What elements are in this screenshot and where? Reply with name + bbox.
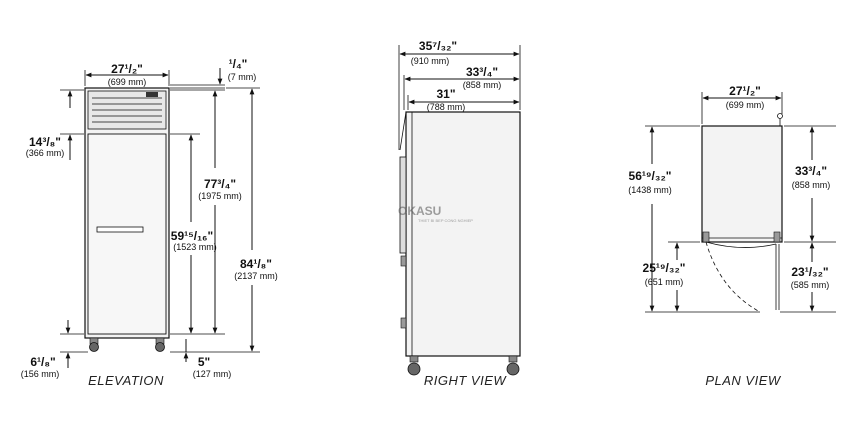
depth-handle-main: 33³/₄" (466, 65, 498, 79)
top-gap-main: ¹/₄" (229, 57, 248, 71)
plan-body-depth-main: 33³/₄" (795, 164, 827, 178)
plan-width-sub: (699 mm) (726, 100, 765, 110)
right-view-cabinet (405, 111, 521, 357)
elevation-label: ELEVATION (88, 373, 164, 388)
right-caster-rear (506, 362, 520, 376)
elevation-width-main: 27¹/₂" (111, 62, 143, 76)
watermark-sub: THIET BI BEP CONG NGHIEP (418, 218, 473, 223)
door-height-sub: (1523 mm) (173, 242, 217, 252)
elevation-door (87, 133, 167, 335)
plan-cabinet (701, 125, 783, 243)
right-view: 35⁷/₃₂" (910 mm) 33³/₄" (858 mm) 31" (78… (398, 39, 521, 388)
plan-total-depth-sub: (1438 mm) (628, 185, 672, 195)
bottom-gap-sub: (127 mm) (193, 369, 232, 379)
depth-body-main: 31" (436, 87, 455, 101)
plan-swing-left-main: 25¹⁹/₃₂" (643, 261, 686, 275)
plan-swing-right-sub: (585 mm) (791, 280, 830, 290)
cabinet-height-sub: (1975 mm) (198, 191, 242, 201)
right-view-label: RIGHT VIEW (424, 373, 508, 388)
upper-panel-main: 14³/₈" (29, 135, 61, 149)
control-display (146, 92, 158, 97)
bottom-gap-main: 5" (198, 355, 210, 369)
right-caster-front (407, 362, 421, 376)
plan-body-depth-sub: (858 mm) (792, 180, 831, 190)
depth-handle-sub: (858 mm) (463, 80, 502, 90)
elevation-width-sub: (699 mm) (108, 77, 147, 87)
plan-swing-left-sub: (651 mm) (645, 277, 684, 287)
side-handle (399, 156, 407, 254)
elevation-view: 27¹/₂" (699 mm) ¹/₄" (7 mm) 14³/₈" (366 … (21, 57, 278, 388)
caster-left (89, 342, 99, 352)
upper-panel-sub: (366 mm) (26, 148, 65, 158)
plan-swing-right-main: 23¹/₃₂" (791, 265, 828, 279)
door-swing-arc (705, 241, 761, 313)
caster-height-sub: (156 mm) (21, 369, 60, 379)
plan-view: 27¹/₂" (699 mm) 56¹⁹/₃₂" (1438 mm) 25¹⁹/… (628, 84, 836, 388)
plan-width-main: 27¹/₂" (729, 84, 761, 98)
depth-body-sub: (788 mm) (427, 102, 466, 112)
watermark-logo: OKASU (398, 204, 441, 218)
door-handle (96, 226, 144, 233)
plan-view-label: PLAN VIEW (705, 373, 782, 388)
caster-right (155, 342, 165, 352)
cabinet-height-main: 77³/₄" (204, 177, 236, 191)
depth-overall-main: 35⁷/₃₂" (419, 39, 457, 53)
depth-overall-sub: (910 mm) (411, 56, 450, 66)
overall-height-sub: (2137 mm) (234, 271, 278, 281)
caster-height-main: 6¹/₈" (30, 355, 55, 369)
top-gap-sub: (7 mm) (228, 72, 257, 82)
door-height-main: 59¹⁵/₁₆" (171, 229, 213, 243)
plan-total-depth-main: 56¹⁹/₃₂" (629, 169, 672, 183)
overall-height-main: 84¹/₈" (240, 257, 272, 271)
